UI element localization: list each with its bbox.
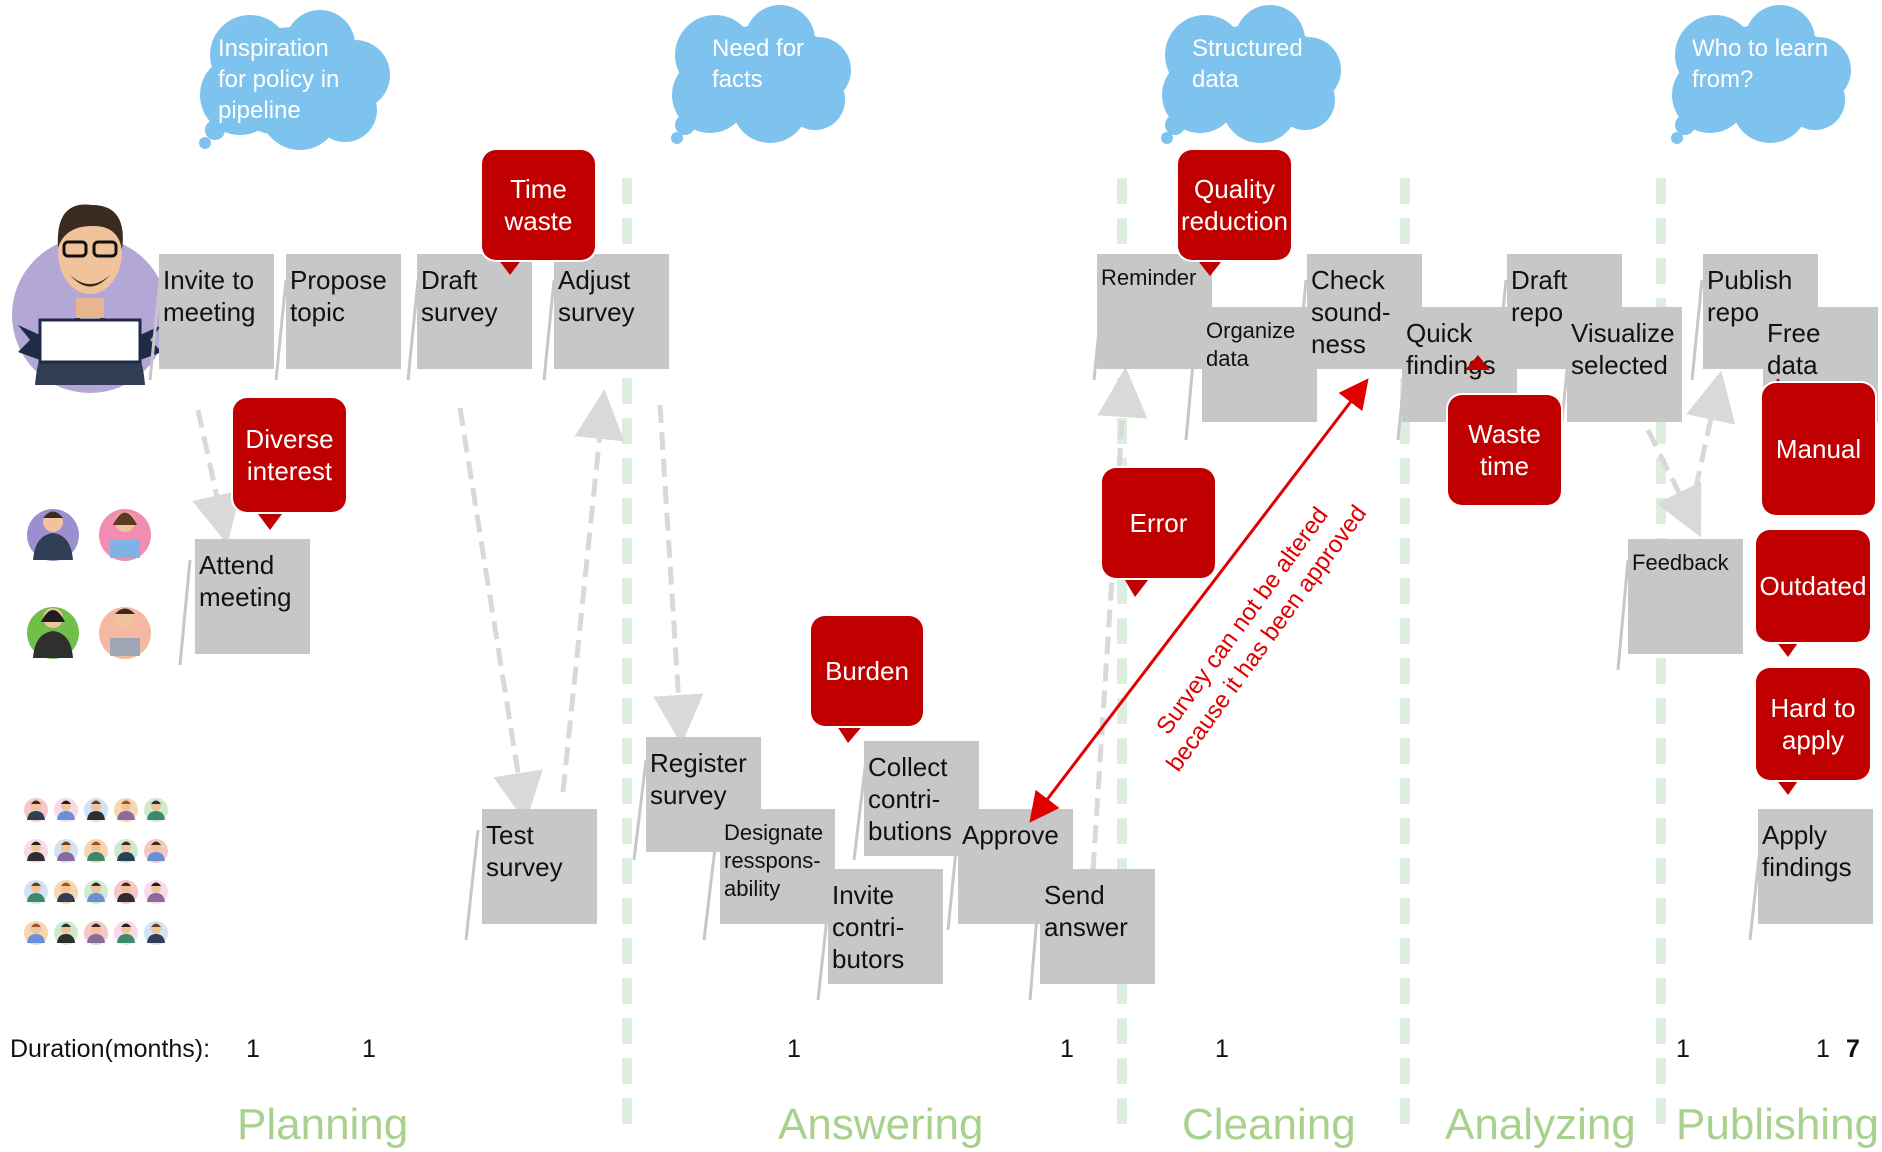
participant-avatar-icon [144, 839, 168, 863]
participant-avatar-icon [54, 839, 78, 863]
task-invite-contributors: Invite contri- butors [828, 869, 943, 984]
cloud-1 [199, 10, 390, 150]
arrow-invite-attend [192, 409, 242, 545]
callout-waste-time: Waste time [1448, 395, 1561, 505]
cloud-text-1: Inspiration for policy in pipeline [218, 35, 340, 124]
callout-error: Error [1102, 468, 1215, 578]
participant-avatar-icon [114, 880, 138, 904]
cloud-text-3: Structured data [1192, 35, 1303, 93]
participant-avatar-icon [24, 798, 48, 822]
arrow-test-adjust [560, 389, 625, 793]
arrow-visualize-feedback [1645, 428, 1702, 538]
phase-cleaning: Cleaning [1182, 1100, 1356, 1149]
callout-time-waste: Time waste [482, 150, 595, 260]
callout-burden: Burden [811, 616, 923, 726]
task-attend-meeting: Attend meeting [195, 539, 310, 654]
participant-avatar-icon [54, 921, 78, 945]
task-test-survey: Test survey [482, 809, 597, 924]
cloud-text-4: Who to learn from? [1692, 35, 1829, 93]
cloud-4 [1671, 5, 1851, 144]
phase-planning: Planning [237, 1100, 409, 1149]
arrow-draft-test [457, 407, 543, 823]
participant-avatar-icon [84, 798, 108, 822]
duration-value: 1 [1676, 1035, 1690, 1063]
participant-avatar-icon [24, 839, 48, 863]
callout-outdated: Outdated [1756, 530, 1870, 642]
duration-value: 1 [1816, 1035, 1830, 1063]
task-reminder: Reminder [1097, 254, 1212, 369]
participant-avatar-icon [54, 880, 78, 904]
participant-avatar-icon [84, 880, 108, 904]
cloud-3 [1161, 5, 1341, 144]
participant-avatar-icon [144, 921, 168, 945]
participant-avatar-icon [24, 921, 48, 945]
phase-answering: Answering [778, 1100, 984, 1149]
participant-avatar-icon [114, 921, 138, 945]
participant-avatar-icon [24, 880, 48, 904]
participant-avatar-icon [84, 839, 108, 863]
duration-value: 1 [246, 1035, 260, 1063]
participant-avatar-icon [144, 880, 168, 904]
task-visualize-selected: Visualize selected [1567, 307, 1682, 422]
task-feedback: Feedback [1628, 539, 1743, 654]
task-send-answer: Send answer [1040, 869, 1155, 984]
phase-analyzing: Analyzing [1445, 1100, 1636, 1149]
participant-avatar-icon [114, 798, 138, 822]
arrow-feedback-publish [1686, 370, 1736, 516]
duration-value: 1 [787, 1035, 801, 1063]
participant-avatar-icon [114, 839, 138, 863]
participant-avatar-icon [54, 798, 78, 822]
callout-manual: Manual [1762, 383, 1875, 515]
duration-value: 1 [1215, 1035, 1229, 1063]
participant-avatar-icon [144, 798, 168, 822]
phase-publishing: Publishing [1676, 1100, 1880, 1149]
task-apply-findings: Apply findings [1758, 809, 1873, 924]
cloud-2 [671, 5, 851, 144]
cloud-text-2: Need for facts [712, 35, 805, 93]
duration-value: 1 [1060, 1035, 1074, 1063]
task-adjust-survey: Adjust survey [554, 254, 669, 369]
callout-diverse-interest: Diverse interest [233, 398, 346, 512]
duration-total: 7 [1846, 1035, 1860, 1063]
callout-quality-reduction: Quality reduction [1178, 150, 1291, 260]
task-draft-survey: Draft survey [417, 254, 532, 369]
task-collect-contributions: Collect contri- butions [864, 741, 979, 856]
participant-avatar-icon [84, 921, 108, 945]
callout-hard-to-apply: Hard to apply [1756, 668, 1870, 780]
duration-value: 1 [362, 1035, 376, 1063]
task-designate-responsibility: Designate resspons- ability [720, 809, 835, 924]
duration-label: Duration(months): [10, 1035, 211, 1063]
task-invite-to-meeting: Invite to meeting [159, 254, 274, 369]
task-propose-topic: Propose topic [286, 254, 401, 369]
